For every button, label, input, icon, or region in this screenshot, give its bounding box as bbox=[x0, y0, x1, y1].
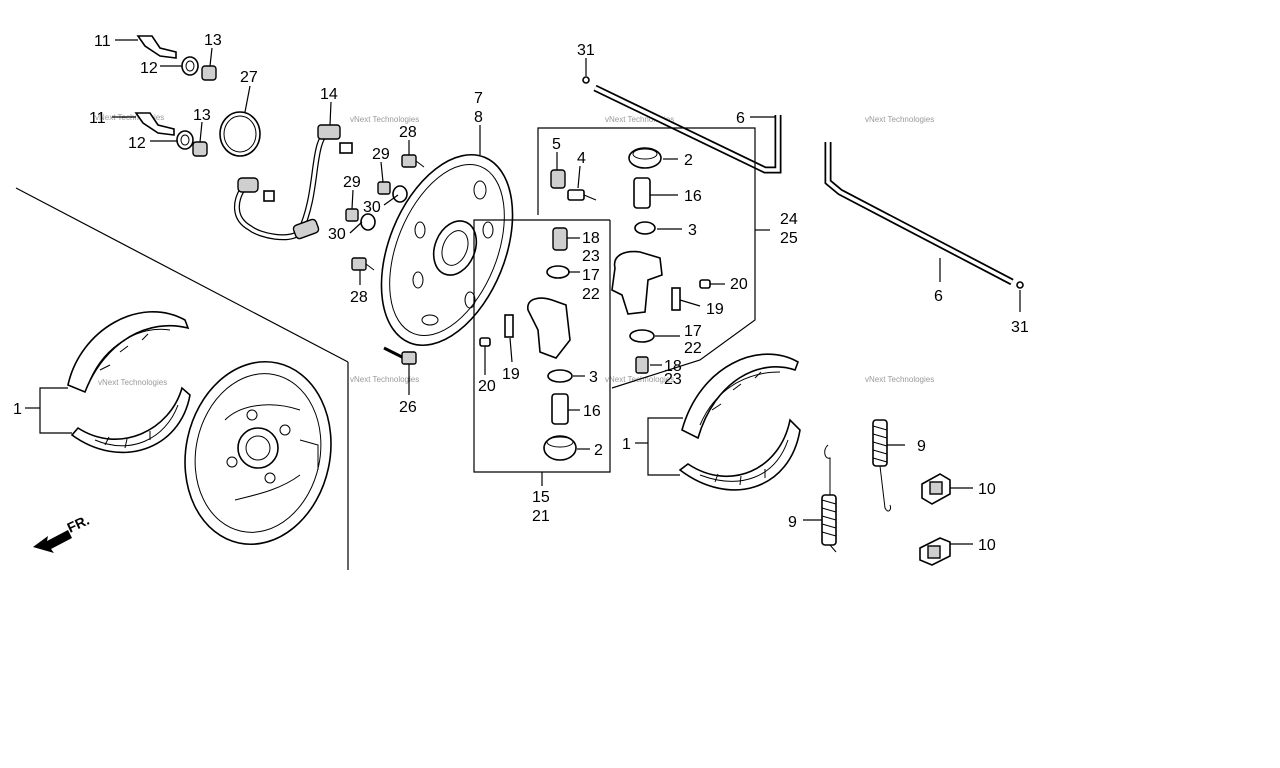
callout-30: 30 bbox=[363, 199, 381, 216]
shoe-clip-upper bbox=[921, 473, 951, 505]
mounting-hardware bbox=[345, 154, 425, 365]
watermark-group: vNext Technologies vNext Technologies vN… bbox=[95, 113, 934, 387]
leader-lines bbox=[25, 39, 1021, 545]
callout-23: 23 bbox=[664, 371, 682, 388]
callout-3: 3 bbox=[589, 369, 598, 386]
callout-4: 4 bbox=[577, 150, 586, 167]
brake-shoe-right-upper bbox=[681, 353, 799, 440]
callout-22: 22 bbox=[582, 286, 600, 303]
callout-19: 19 bbox=[502, 366, 520, 383]
callout-22: 22 bbox=[684, 340, 702, 357]
callout-20: 20 bbox=[478, 378, 496, 395]
callout-1: 1 bbox=[622, 436, 631, 453]
callout-2: 2 bbox=[594, 442, 603, 459]
callout-28: 28 bbox=[350, 289, 368, 306]
callout-14: 14 bbox=[320, 86, 338, 103]
callout-26: 26 bbox=[399, 399, 417, 416]
callout-13: 13 bbox=[193, 107, 211, 124]
kit-bracket-upper bbox=[537, 127, 770, 389]
callout-6: 6 bbox=[934, 288, 943, 305]
callout-25: 25 bbox=[780, 230, 798, 247]
callout-16: 16 bbox=[583, 403, 601, 420]
callout-11: 11 bbox=[94, 33, 111, 50]
callout-5: 5 bbox=[552, 136, 561, 153]
brake-shoe-left-lower bbox=[70, 386, 191, 454]
front-arrow-icon bbox=[33, 530, 72, 553]
callout-19: 19 bbox=[706, 301, 724, 318]
callout-21: 21 bbox=[532, 508, 550, 525]
callout-9: 9 bbox=[788, 514, 797, 531]
brake-hose bbox=[234, 124, 353, 241]
brake-rod-upper bbox=[582, 76, 782, 174]
callout-labels: 11 13 12 27 11 13 12 14 28 29 29 30 30 2… bbox=[13, 32, 1029, 554]
return-spring-lower bbox=[821, 444, 837, 553]
callout-8: 8 bbox=[474, 109, 483, 126]
callout-20: 20 bbox=[730, 276, 748, 293]
front-direction-label: FR. bbox=[65, 512, 92, 536]
callout-3: 3 bbox=[688, 222, 697, 239]
callout-31: 31 bbox=[577, 42, 595, 59]
callout-23: 23 bbox=[582, 248, 600, 265]
wheel-cylinder-upper bbox=[550, 147, 711, 374]
callout-30: 30 bbox=[328, 226, 346, 243]
callout-11: 11 bbox=[89, 110, 106, 127]
watermark: vNext Technologies bbox=[98, 378, 167, 387]
watermark: vNext Technologies bbox=[350, 115, 419, 124]
callout-2: 2 bbox=[684, 152, 693, 169]
front-direction-indicator: FR. bbox=[33, 512, 92, 553]
brake-rod-lower bbox=[824, 142, 1024, 289]
callout-15: 15 bbox=[532, 489, 550, 506]
o-ring-seal bbox=[219, 111, 261, 157]
callout-12: 12 bbox=[140, 60, 158, 77]
callout-18: 18 bbox=[664, 358, 682, 375]
watermark: vNext Technologies bbox=[605, 115, 674, 124]
callout-17: 17 bbox=[582, 267, 600, 284]
callout-10: 10 bbox=[978, 537, 996, 554]
shoe-clip-lower bbox=[919, 537, 951, 566]
callout-13: 13 bbox=[204, 32, 222, 49]
callout-10: 10 bbox=[978, 481, 996, 498]
callout-18: 18 bbox=[582, 230, 600, 247]
callout-24: 24 bbox=[780, 211, 798, 228]
callout-12: 12 bbox=[128, 135, 146, 152]
brake-panel-assembled bbox=[184, 360, 332, 546]
callout-31: 31 bbox=[1011, 319, 1029, 336]
brake-backing-plate bbox=[380, 153, 514, 347]
callout-29: 29 bbox=[343, 174, 361, 191]
watermark: vNext Technologies bbox=[865, 115, 934, 124]
callout-16: 16 bbox=[684, 188, 702, 205]
panel-outline bbox=[15, 187, 349, 570]
callout-1: 1 bbox=[13, 401, 22, 418]
kit-bracket-lower bbox=[473, 219, 611, 486]
wheel-cylinder-lower bbox=[479, 227, 577, 461]
return-spring-upper bbox=[872, 419, 891, 512]
callout-9: 9 bbox=[917, 438, 926, 455]
callout-27: 27 bbox=[240, 69, 258, 86]
callout-28: 28 bbox=[399, 124, 417, 141]
watermark: vNext Technologies bbox=[865, 375, 934, 384]
callout-29: 29 bbox=[372, 146, 390, 163]
watermark: vNext Technologies bbox=[350, 375, 419, 384]
callout-6: 6 bbox=[736, 110, 745, 127]
callout-17: 17 bbox=[684, 323, 702, 340]
callout-7: 7 bbox=[474, 90, 483, 107]
brake-shoe-left-upper bbox=[67, 311, 190, 394]
brake-shoe-right-lower bbox=[678, 418, 801, 491]
